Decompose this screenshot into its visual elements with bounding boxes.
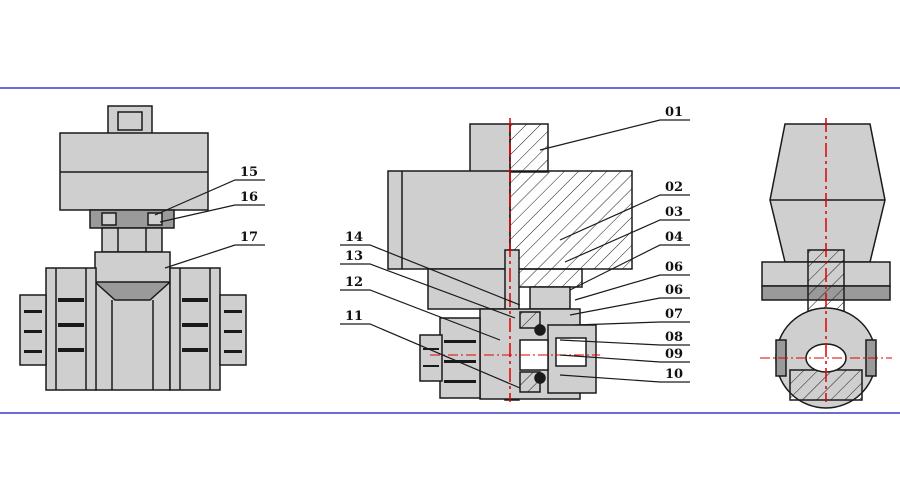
callout-13: 13 [345, 249, 363, 264]
callout-11: 11 [345, 309, 363, 324]
section-actuator-cut [509, 170, 633, 270]
union-nut-ribs [24, 298, 242, 353]
callout-17: 17 [240, 230, 258, 245]
front-view [19, 105, 247, 391]
section-view-leaders [340, 119, 690, 389]
bracket-bolt-right [147, 212, 163, 226]
section-union-ribs [423, 340, 476, 383]
left-union-nut [45, 267, 97, 391]
callout-15: 15 [240, 165, 258, 180]
callout-06-upper: 06 [665, 260, 683, 275]
section-actuator-housing [387, 170, 511, 270]
section-view [387, 123, 633, 401]
callout-02: 02 [665, 180, 683, 195]
front-view-leaders [154, 179, 265, 269]
callout-07: 07 [665, 307, 683, 322]
callout-16: 16 [240, 190, 258, 205]
callout-04: 04 [665, 230, 683, 245]
section-stem-cap [469, 123, 511, 173]
callout-08: 08 [665, 330, 683, 345]
side-actuator [769, 123, 886, 263]
section-left-union [439, 317, 481, 399]
valve-body [94, 251, 171, 391]
callout-12: 12 [345, 275, 363, 290]
callout-09: 09 [665, 347, 683, 362]
callout-01: 01 [665, 105, 683, 120]
section-bracket [427, 268, 511, 310]
callout-14: 14 [345, 230, 363, 245]
coupling [101, 227, 163, 253]
callout-03: 03 [665, 205, 683, 220]
callout-06-lower: 06 [665, 283, 683, 298]
section-left-pipe [419, 334, 443, 382]
bracket-bolt-left [101, 212, 117, 226]
right-union-nut [169, 267, 221, 391]
actuator-top-cap-inner [117, 111, 143, 131]
side-view [761, 123, 891, 409]
callout-10: 10 [665, 367, 683, 382]
